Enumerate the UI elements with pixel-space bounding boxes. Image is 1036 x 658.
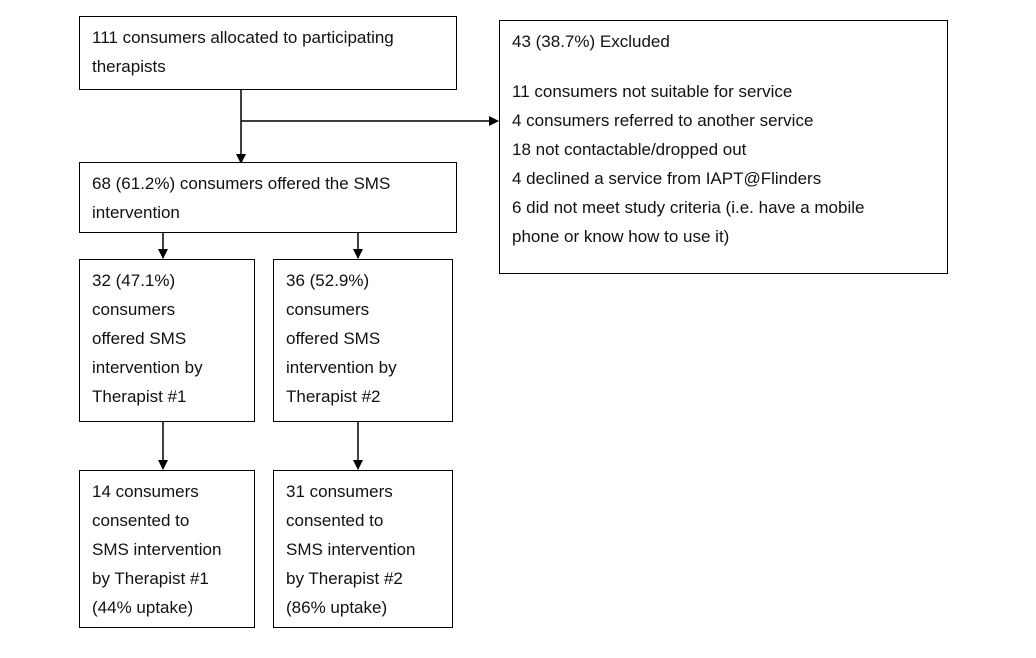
therapist1-offered-line: 32 (47.1%)	[92, 271, 176, 290]
offered-line-1: 68 (61.2%) consumers offered the SMS	[92, 174, 391, 193]
therapist2-offered-line: 36 (52.9%)	[286, 271, 370, 290]
therapist1-consented-line: consented to	[92, 511, 190, 530]
therapist2-consented-line: consented to	[286, 511, 384, 530]
therapist2-consented-line: 31 consumers	[286, 482, 393, 501]
allocated-line-1: 111 consumers allocated to participating	[92, 28, 394, 47]
excluded-reason: 11 consumers not suitable for service	[512, 82, 793, 101]
offered-box: 68 (61.2%) consumers offered the SMS int…	[79, 162, 457, 233]
therapist1-offered-line: consumers	[92, 300, 176, 319]
therapist1-offered-line: Therapist #1	[92, 387, 187, 406]
therapist2-consented-line: by Therapist #2	[286, 569, 403, 588]
excluded-reason: 18 not contactable/dropped out	[512, 140, 747, 159]
therapist1-offered-line: offered SMS	[92, 329, 187, 348]
therapist1-offered-line: intervention by	[92, 358, 203, 377]
excluded-reason: 4 declined a service from IAPT@Flinders	[512, 169, 822, 188]
therapist1-consented-line: SMS intervention	[92, 540, 222, 559]
therapist2-offered-box: 36 (52.9%) consumers offered SMS interve…	[273, 259, 453, 422]
excluded-box: 43 (38.7%) Excluded 11 consumers not sui…	[499, 20, 948, 274]
therapist2-offered-line: Therapist #2	[286, 387, 381, 406]
therapist2-offered-line: consumers	[286, 300, 370, 319]
therapist1-consented-line: 14 consumers	[92, 482, 199, 501]
offered-line-2: intervention	[92, 203, 180, 222]
therapist2-offered-line: intervention by	[286, 358, 397, 377]
therapist1-consented-box: 14 consumers consented to SMS interventi…	[79, 470, 255, 628]
therapist2-consented-line: SMS intervention	[286, 540, 416, 559]
therapist1-offered-box: 32 (47.1%) consumers offered SMS interve…	[79, 259, 255, 422]
therapist2-offered-line: offered SMS	[286, 329, 381, 348]
allocated-box: 111 consumers allocated to participating…	[79, 16, 457, 90]
excluded-reason: 6 did not meet study criteria (i.e. have…	[512, 198, 865, 217]
therapist2-consented-box: 31 consumers consented to SMS interventi…	[273, 470, 453, 628]
excluded-reason: 4 consumers referred to another service	[512, 111, 814, 130]
therapist2-consented-line: (86% uptake)	[286, 598, 388, 617]
therapist1-consented-line: by Therapist #1	[92, 569, 209, 588]
allocated-line-2: therapists	[92, 57, 166, 76]
therapist1-consented-line: (44% uptake)	[92, 598, 194, 617]
excluded-reason: phone or know how to use it)	[512, 227, 730, 246]
excluded-heading: 43 (38.7%) Excluded	[512, 32, 670, 51]
